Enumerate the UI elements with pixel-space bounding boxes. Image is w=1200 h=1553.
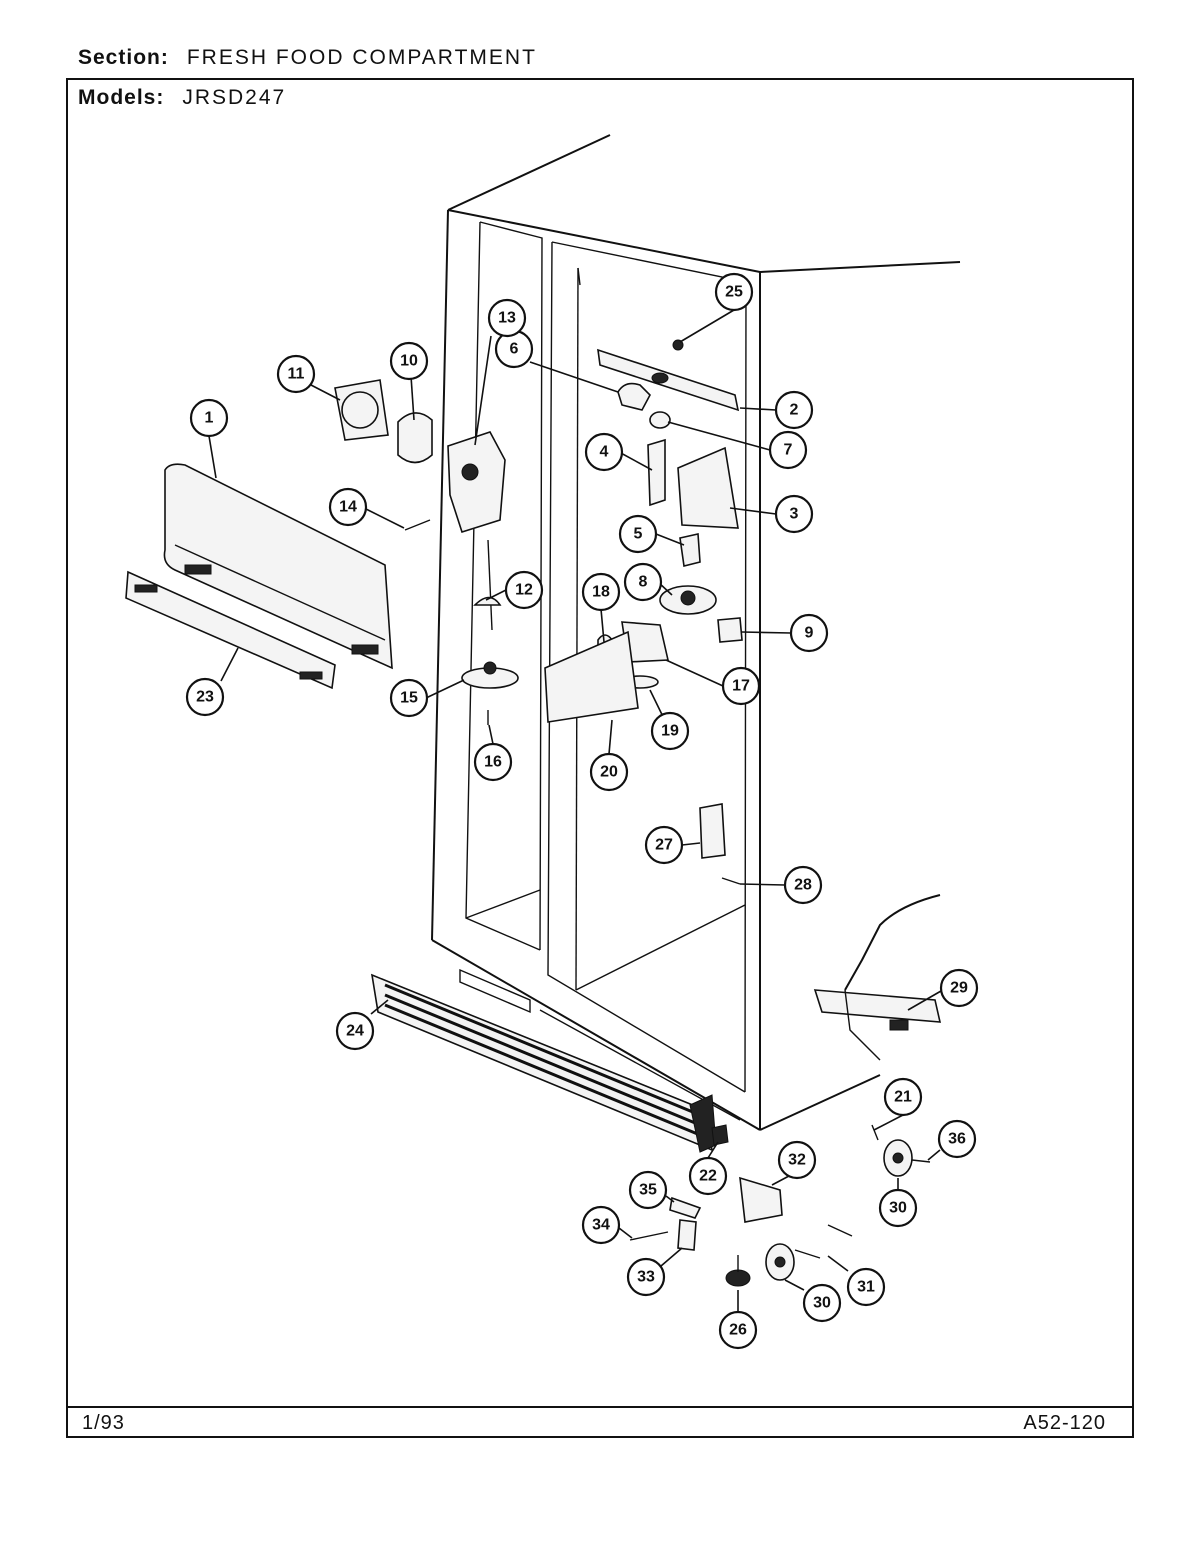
svg-text:10: 10 xyxy=(400,353,418,370)
section-header: Section: FRESH FOOD COMPARTMENT xyxy=(78,46,537,70)
svg-text:4: 4 xyxy=(600,444,609,461)
callout-7: 7 xyxy=(768,430,808,470)
svg-text:7: 7 xyxy=(784,442,793,459)
interior-parts-drawing xyxy=(544,339,743,885)
svg-text:30: 30 xyxy=(813,1295,831,1312)
svg-text:3: 3 xyxy=(790,506,799,523)
callout-10: 10 xyxy=(389,341,429,381)
callout-23: 23 xyxy=(185,677,225,717)
callout-19: 19 xyxy=(650,711,690,751)
callout-28: 28 xyxy=(783,865,823,905)
footer-code: A52-120 xyxy=(1023,1412,1106,1434)
callout-33: 33 xyxy=(626,1257,666,1297)
section-label: Section: xyxy=(78,46,169,69)
section-value: FRESH FOOD COMPARTMENT xyxy=(186,46,537,69)
callout-15: 15 xyxy=(389,678,429,718)
callout-12: 12 xyxy=(504,570,544,610)
callout-36: 36 xyxy=(937,1119,977,1159)
svg-text:33: 33 xyxy=(637,1269,655,1286)
svg-text:32: 32 xyxy=(788,1152,806,1169)
svg-text:2: 2 xyxy=(790,402,799,419)
svg-text:22: 22 xyxy=(699,1168,717,1185)
footer-date: 1/93 xyxy=(82,1412,125,1434)
svg-text:29: 29 xyxy=(950,980,968,997)
svg-text:20: 20 xyxy=(600,764,618,781)
callout-29: 29 xyxy=(939,968,979,1008)
svg-text:15: 15 xyxy=(400,690,418,707)
svg-text:14: 14 xyxy=(339,499,357,516)
svg-text:31: 31 xyxy=(857,1279,875,1296)
svg-text:5: 5 xyxy=(634,526,643,543)
svg-text:24: 24 xyxy=(346,1023,364,1040)
svg-text:28: 28 xyxy=(794,877,812,894)
callout-26: 26 xyxy=(718,1310,758,1350)
svg-text:25: 25 xyxy=(725,284,743,301)
callout-3: 3 xyxy=(774,494,814,534)
svg-text:1: 1 xyxy=(205,410,214,427)
callout-30-lower: 30 xyxy=(802,1283,842,1323)
callout-31: 31 xyxy=(846,1267,886,1307)
callout-24: 24 xyxy=(335,1011,375,1051)
svg-text:35: 35 xyxy=(639,1182,657,1199)
callout-14: 14 xyxy=(328,487,368,527)
dispenser-panel-drawing xyxy=(125,463,393,690)
svg-text:23: 23 xyxy=(196,689,214,706)
callout-35: 35 xyxy=(628,1170,668,1210)
callout-13: 13 xyxy=(487,298,527,338)
svg-text:8: 8 xyxy=(639,574,648,591)
callout-4: 4 xyxy=(584,432,624,472)
callout-11: 11 xyxy=(276,354,316,394)
diagram-frame xyxy=(66,78,1134,1438)
footer-divider xyxy=(66,1406,1134,1408)
callout-17: 17 xyxy=(721,666,761,706)
svg-text:21: 21 xyxy=(894,1089,912,1106)
callout-8: 8 xyxy=(623,562,663,602)
callout-2: 2 xyxy=(774,390,814,430)
callout-34: 34 xyxy=(581,1205,621,1245)
svg-text:27: 27 xyxy=(655,837,673,854)
svg-text:18: 18 xyxy=(592,584,610,601)
callout-25: 25 xyxy=(714,272,754,312)
bottom-hardware-drawing xyxy=(629,894,942,1287)
svg-text:11: 11 xyxy=(288,366,305,383)
leader-lines xyxy=(208,309,942,1312)
dispenser-parts-drawing xyxy=(334,379,519,725)
svg-text:17: 17 xyxy=(732,678,750,695)
callout-27: 27 xyxy=(644,825,684,865)
callout-9: 9 xyxy=(789,613,829,653)
callout-21: 21 xyxy=(883,1077,923,1117)
svg-text:6: 6 xyxy=(510,341,519,358)
callout-1: 1 xyxy=(189,398,229,438)
svg-text:34: 34 xyxy=(592,1217,610,1234)
callout-22: 22 xyxy=(688,1156,728,1196)
callout-20: 20 xyxy=(589,752,629,792)
svg-text:30: 30 xyxy=(889,1200,907,1217)
cabinet-drawing xyxy=(431,134,961,1131)
callout-5: 5 xyxy=(618,514,658,554)
callout-18: 18 xyxy=(581,572,621,612)
models-header: Models: JRSD247 xyxy=(78,86,286,110)
models-label: Models: xyxy=(78,86,165,109)
svg-text:19: 19 xyxy=(661,723,679,740)
svg-text:26: 26 xyxy=(729,1322,747,1339)
svg-text:12: 12 xyxy=(515,582,533,599)
grille-drawing xyxy=(370,973,717,1153)
models-value: JRSD247 xyxy=(182,86,287,109)
svg-text:36: 36 xyxy=(948,1131,966,1148)
callout-6: 6 xyxy=(494,329,534,369)
svg-text:9: 9 xyxy=(805,625,814,642)
callout-30-upper: 30 xyxy=(878,1188,918,1228)
callout-16: 16 xyxy=(473,742,513,782)
svg-text:13: 13 xyxy=(498,310,516,327)
svg-text:16: 16 xyxy=(484,754,502,771)
callout-32: 32 xyxy=(777,1140,817,1180)
